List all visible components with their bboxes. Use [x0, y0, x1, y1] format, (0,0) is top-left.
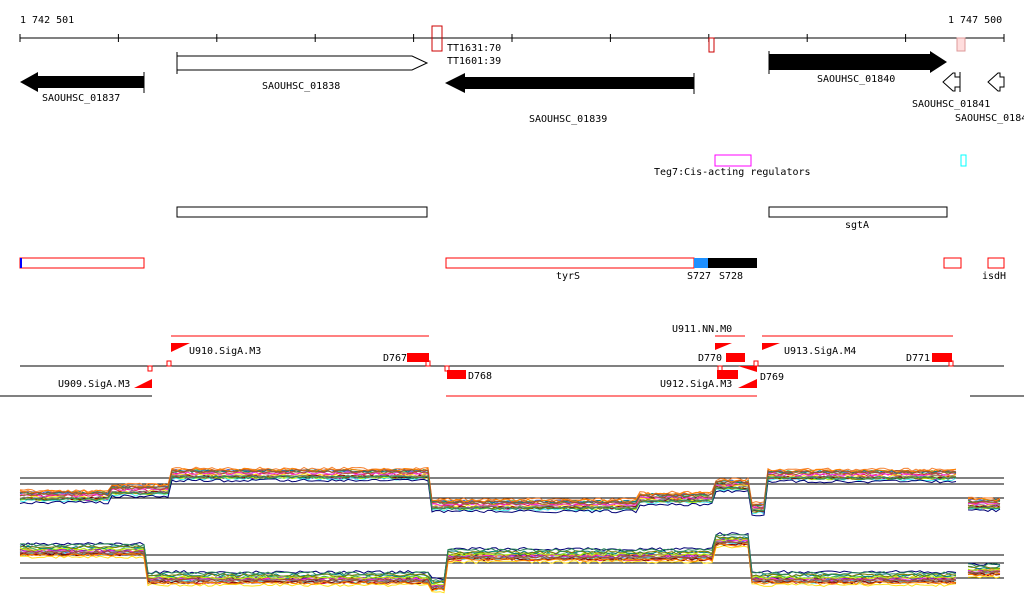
gene-label[interactable]: SAOUHSC_01837 — [42, 93, 120, 104]
expression-trace — [19, 533, 1001, 582]
downstream-marker[interactable] — [717, 370, 738, 379]
gene-label[interactable]: SAOUHSC_01839 — [529, 114, 607, 125]
gene-arrow[interactable] — [942, 72, 961, 92]
expression-profile-reverse[interactable] — [19, 532, 1004, 594]
expression-trace — [20, 474, 1001, 512]
expression-trace — [19, 474, 1001, 512]
operon-label: sgtA — [845, 220, 869, 231]
downstream-marker[interactable] — [407, 353, 429, 362]
feature-label: S728 — [719, 271, 743, 282]
gene-arrow[interactable] — [987, 72, 1005, 92]
terminator-label: TT1601:39 — [447, 56, 501, 67]
feature-s727[interactable] — [694, 258, 708, 268]
terminator-marker[interactable] — [956, 37, 966, 52]
terminator-marker[interactable] — [431, 25, 443, 52]
feature-box[interactable] — [943, 257, 962, 269]
downstream-label: D767 — [383, 353, 407, 364]
expression-trace — [19, 478, 1001, 517]
gene-label[interactable]: SAOUHSC_0184 — [955, 113, 1024, 124]
coordinate-scale: 1 742 501 1 747 500 — [19, 15, 1005, 42]
regulator-box[interactable] — [714, 154, 752, 167]
transcript-track: U909.SigA.M3 U910.SigA.M3 U911.NN.M0 U91… — [0, 324, 1024, 397]
feature-label: isdH — [982, 271, 1006, 282]
expression-trace — [19, 542, 1001, 592]
gene-label[interactable]: SAOUHSC_01840 — [817, 74, 895, 85]
feature-s728[interactable] — [708, 258, 757, 268]
feature-label: tyrS — [556, 271, 580, 282]
feature-label: S727 — [687, 271, 711, 282]
downstream-marker[interactable] — [932, 353, 952, 362]
downstream-label: D769 — [760, 372, 784, 383]
operon-box[interactable] — [176, 206, 428, 218]
terminator-label: TT1631:70 — [447, 43, 501, 54]
gene-arrow[interactable] — [445, 73, 694, 93]
feature-box[interactable] — [987, 257, 1005, 269]
expression-trace — [19, 466, 1001, 504]
terminator-marker[interactable] — [708, 37, 715, 53]
operon-box[interactable] — [768, 206, 948, 218]
expression-trace — [19, 540, 1001, 589]
transcript-label[interactable]: U913.SigA.M4 — [784, 346, 856, 357]
gene-arrow[interactable] — [20, 72, 144, 92]
transcript-label[interactable]: U912.SigA.M3 — [660, 379, 732, 390]
downstream-marker[interactable] — [726, 353, 745, 362]
transcript-label[interactable]: U909.SigA.M3 — [58, 379, 130, 390]
transcript-label[interactable]: U910.SigA.M3 — [189, 346, 261, 357]
downstream-label: D770 — [698, 353, 722, 364]
regulator-label: Teg7:Cis-acting regulators — [654, 167, 811, 178]
regulator-box[interactable] — [960, 154, 967, 167]
transcript-label[interactable]: U911.NN.M0 — [672, 324, 732, 335]
feature-box[interactable] — [19, 257, 145, 269]
gene-arrow[interactable] — [176, 55, 429, 71]
downstream-label: D768 — [468, 371, 492, 382]
downstream-marker[interactable] — [447, 370, 466, 379]
scale-end-label: 1 747 500 — [948, 15, 1002, 26]
downstream-label: D771 — [906, 353, 930, 364]
gene-label[interactable]: SAOUHSC_01841 — [912, 99, 990, 110]
gene-label[interactable]: SAOUHSC_01838 — [262, 81, 340, 92]
expression-trace — [19, 475, 1001, 513]
expression-trace — [19, 469, 1001, 508]
feature-box[interactable] — [445, 257, 695, 269]
expression-profile-forward[interactable] — [19, 466, 1004, 517]
gene-arrow[interactable] — [769, 51, 947, 73]
scale-start-label: 1 742 501 — [20, 15, 74, 26]
